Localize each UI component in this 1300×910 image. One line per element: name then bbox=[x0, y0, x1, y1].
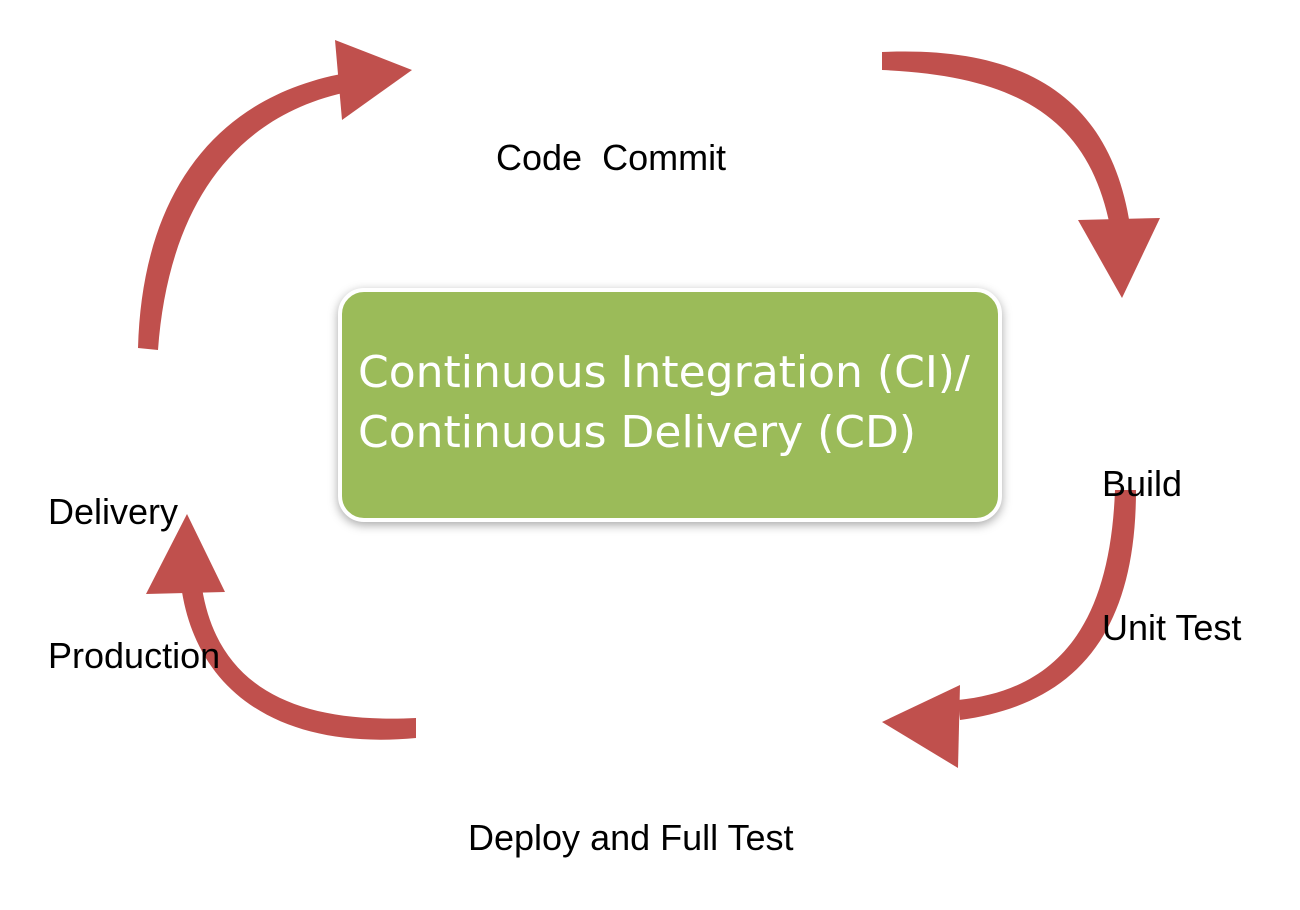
cycle-diagram bbox=[138, 40, 1160, 768]
center-title-line-2: Continuous Delivery (CD) bbox=[358, 407, 917, 458]
stage-delivery-line-2: Production bbox=[48, 635, 221, 676]
stage-deploy-line: Deploy and Full Test bbox=[468, 817, 794, 858]
stage-deploy-full-test: Deploy and Full Test bbox=[468, 718, 794, 910]
arrow-delivery-to-commit bbox=[138, 40, 412, 350]
stage-code-commit-line: Code Commit bbox=[496, 137, 727, 178]
stage-build-unit-test: Build Unit Test bbox=[1102, 364, 1241, 700]
stage-build-line-2: Unit Test bbox=[1102, 607, 1242, 648]
stage-delivery-line-1: Delivery bbox=[48, 491, 179, 532]
stage-delivery-production: Delivery Production bbox=[48, 392, 220, 728]
center-title-line-1: Continuous Integration (CI)/ bbox=[358, 347, 970, 398]
arrow-commit-to-build bbox=[882, 51, 1160, 298]
arrow-build-to-deploy bbox=[882, 490, 1136, 768]
center-ci-cd-box: Continuous Integration (CI)/ Continuous … bbox=[338, 288, 1002, 522]
arrow-deploy-to-delivery bbox=[146, 514, 416, 740]
stage-code-commit: Code Commit bbox=[496, 38, 726, 230]
stage-build-line-1: Build bbox=[1102, 463, 1183, 504]
